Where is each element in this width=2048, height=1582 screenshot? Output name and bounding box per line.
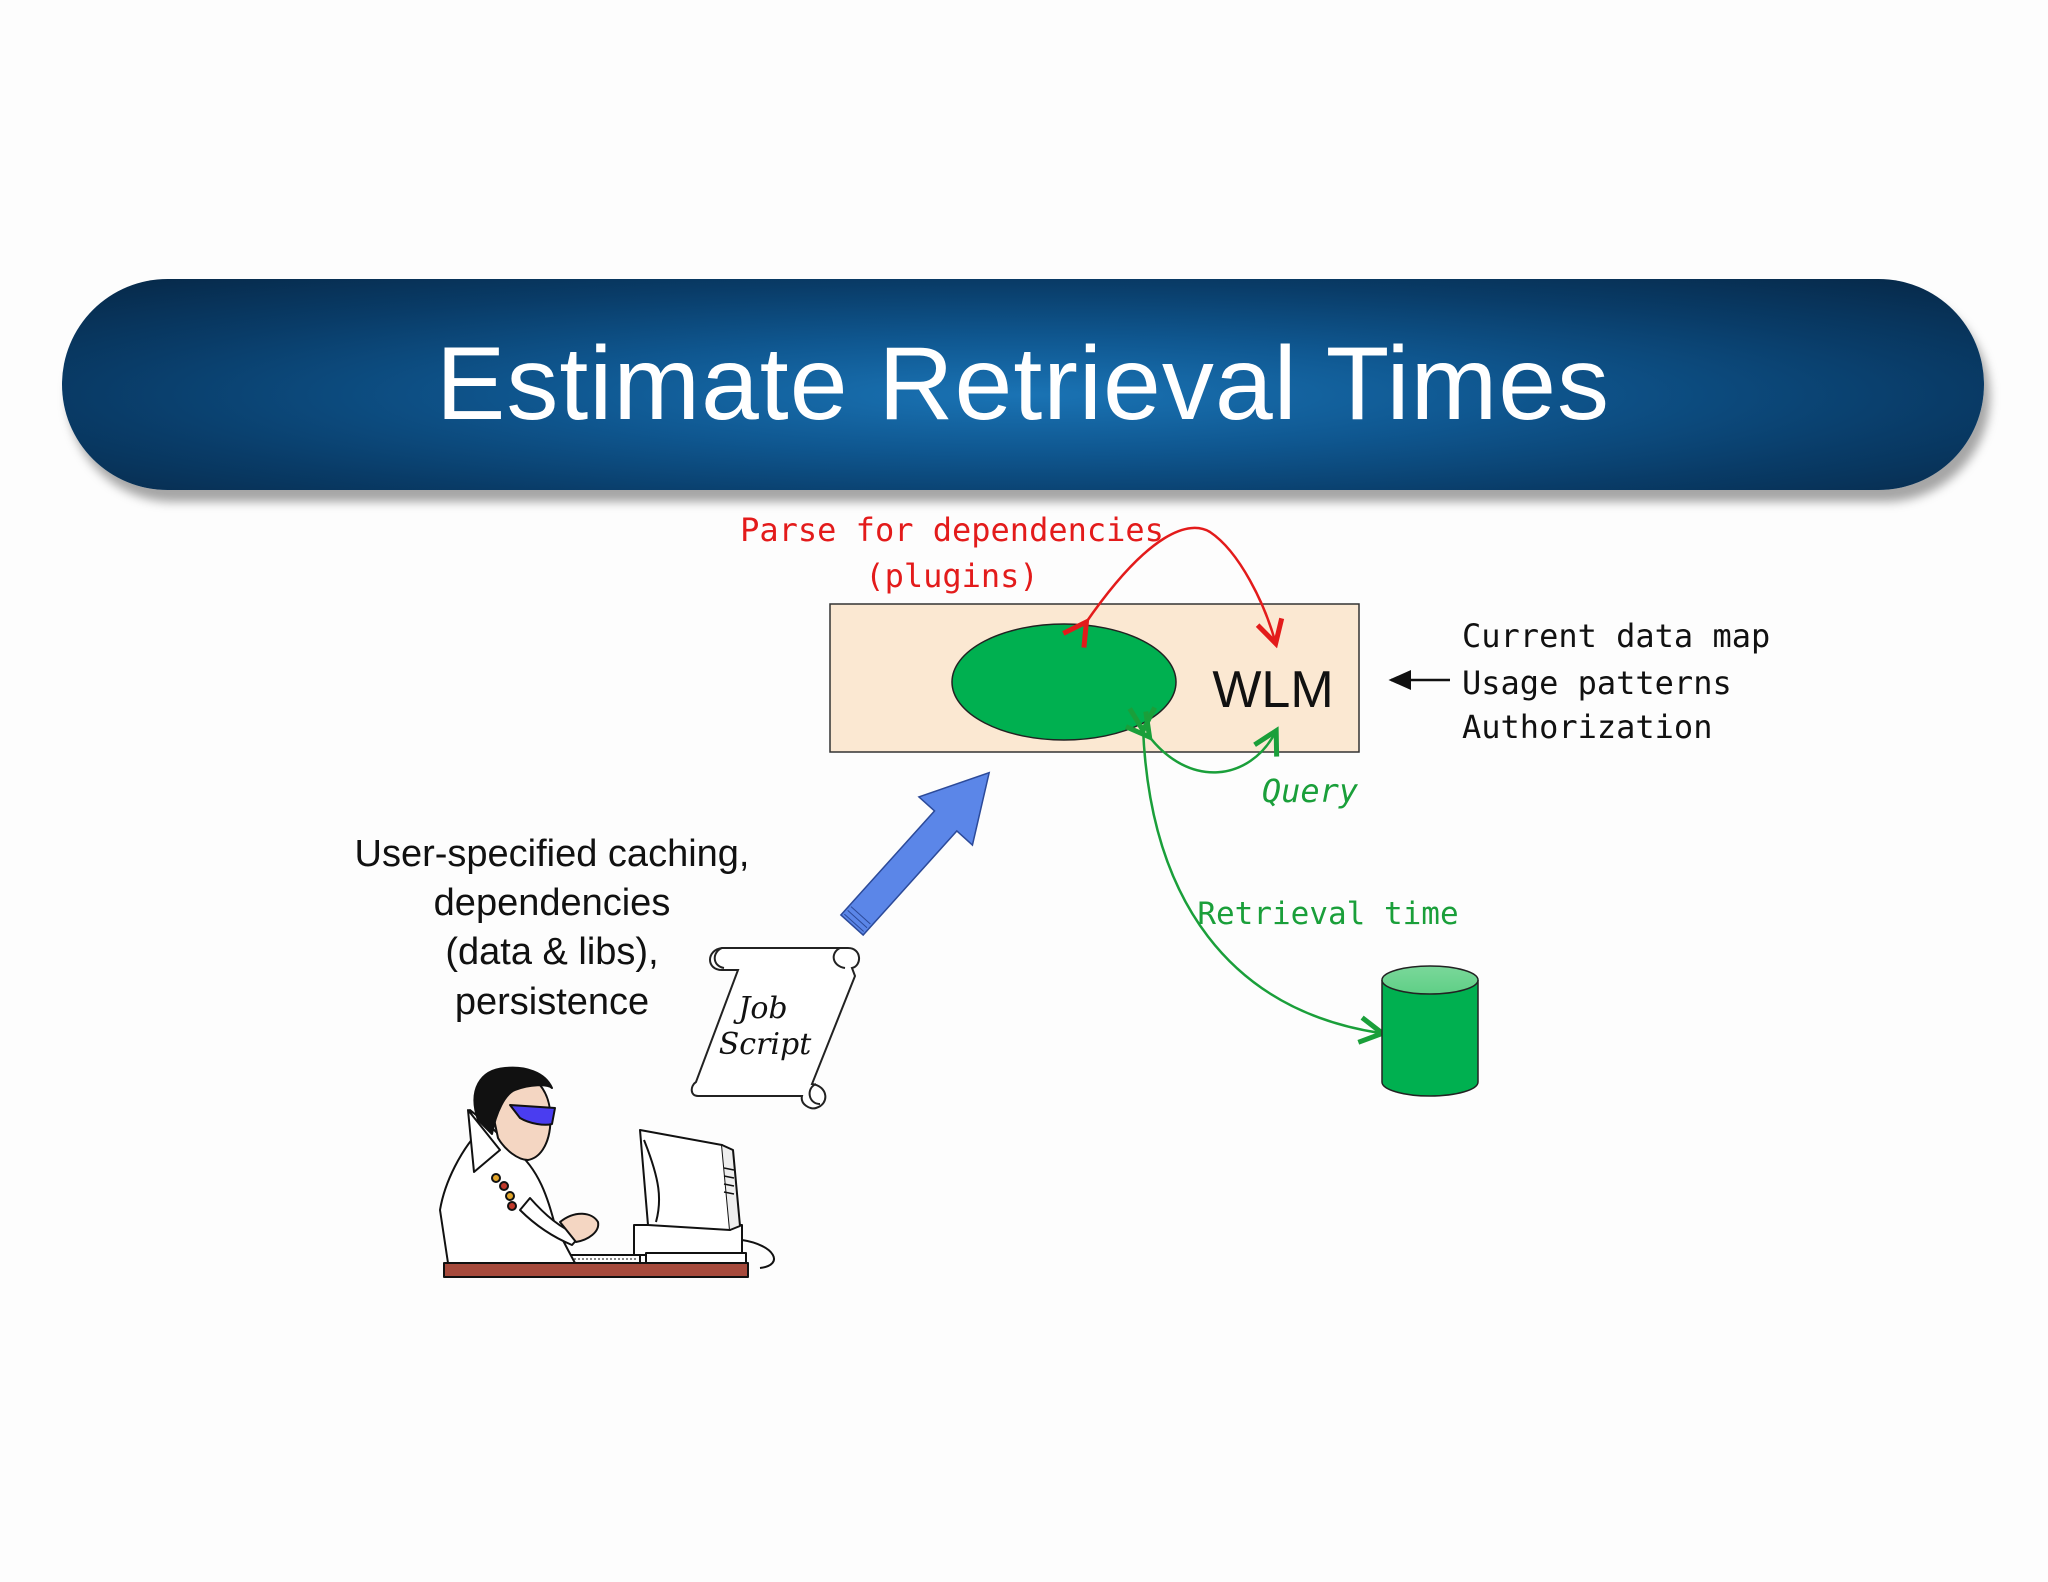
parse-arrow (1085, 526, 1275, 641)
wlm-box: WLM (829, 603, 1360, 753)
user-at-computer-icon (439, 1066, 775, 1278)
parse-label-line1: Parse for dependencies (740, 511, 1164, 549)
wlm-input-item: Usage patterns (1462, 664, 1732, 702)
database-cylinder-icon (1381, 965, 1479, 1097)
wlm-input-item: Authorization (1462, 708, 1712, 746)
plugin-ellipse (951, 623, 1177, 741)
user-specified-text: User-specified caching, dependencies (da… (355, 833, 750, 1023)
job-script-line: Job (732, 991, 787, 1026)
user-specified-line: User-specified caching, (355, 833, 750, 875)
job-script-line: Script (719, 1027, 812, 1062)
scroll-icon: Job Script (690, 947, 860, 1110)
page-title: Estimate Retrieval Times (435, 326, 1611, 442)
submit-arrow (839, 771, 991, 937)
retrieval-label: Retrieval time (1197, 896, 1458, 932)
wlm-label: WLM (1212, 661, 1333, 719)
parse-label: Parse for dependencies (plugins) (740, 511, 1164, 595)
query-label: Query (1262, 772, 1359, 810)
wlm-inputs-list: Current data map Usage patterns Authoriz… (1462, 617, 1770, 746)
user-specified-line: persistence (455, 981, 649, 1023)
wlm-input-item: Current data map (1462, 617, 1770, 655)
title-banner: Estimate Retrieval Times (62, 279, 1984, 490)
user-specified-line: (data & libs), (445, 931, 658, 973)
parse-label-line2: (plugins) (865, 557, 1038, 595)
user-specified-line: dependencies (434, 882, 671, 924)
retrieval-arrow (1143, 728, 1380, 1033)
